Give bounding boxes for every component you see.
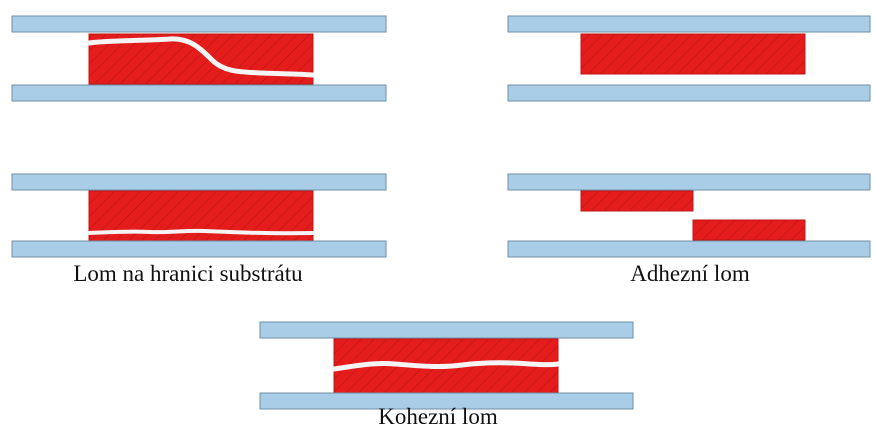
caption-adhesive-failure: Adhezní lom xyxy=(630,261,750,286)
lower-substrate xyxy=(259,392,634,410)
caption-cohesive-failure: Kohezní lom xyxy=(378,404,498,429)
lower-substrate xyxy=(507,84,871,102)
lower-substrate xyxy=(11,240,387,258)
upper-substrate xyxy=(11,173,387,191)
adhesive-block-lower xyxy=(692,219,806,241)
panel-adhesive-failure-top xyxy=(507,15,871,102)
upper-substrate xyxy=(259,321,634,339)
lower-substrate xyxy=(507,240,871,258)
crack-line xyxy=(331,360,561,372)
panel-substrate-failure-top xyxy=(11,15,387,102)
upper-substrate xyxy=(507,15,871,33)
crack-line xyxy=(87,228,315,236)
adhesive-layer xyxy=(580,33,806,75)
upper-substrate xyxy=(507,173,871,191)
panel-cohesive-failure xyxy=(259,321,634,410)
adhesive-block-upper xyxy=(580,190,694,212)
caption-substrate-failure: Lom na hranici substrátu xyxy=(73,261,303,286)
lower-substrate xyxy=(11,84,387,102)
panel-substrate-failure-bottom xyxy=(11,173,387,258)
upper-substrate xyxy=(11,15,387,33)
panel-adhesive-failure-bottom xyxy=(507,173,871,258)
crack-line xyxy=(86,36,316,78)
